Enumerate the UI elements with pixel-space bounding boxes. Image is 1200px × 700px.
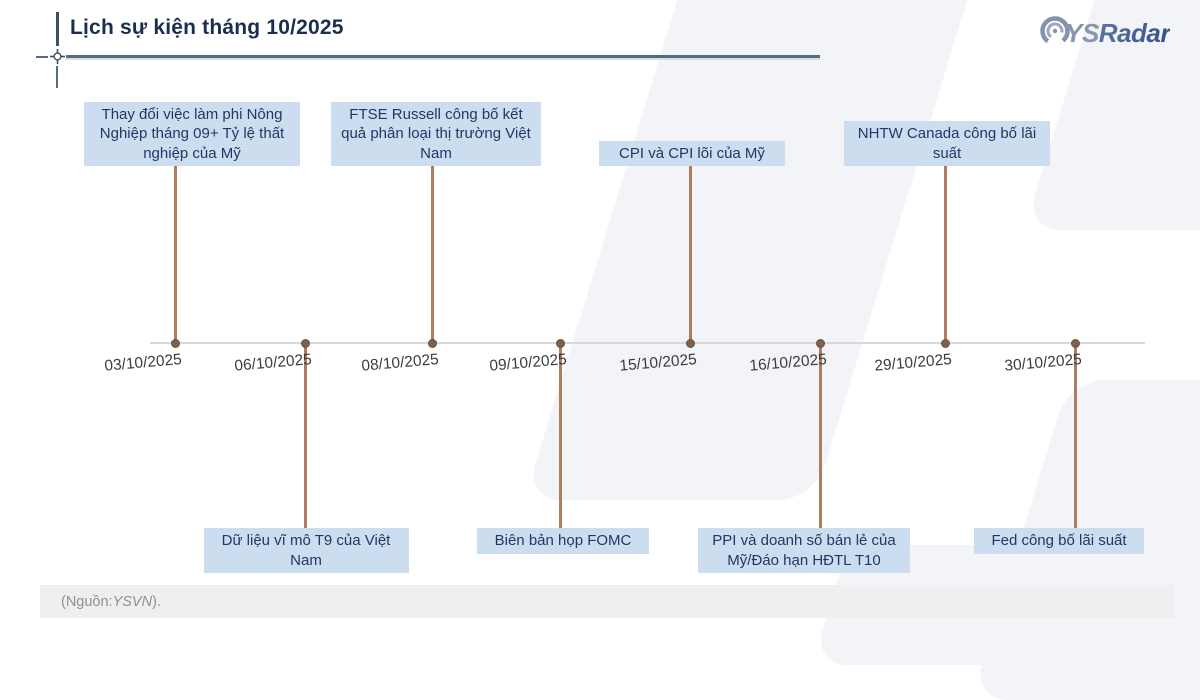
source-prefix: (Nguồn: [61,593,113,610]
event-marker-dot [1070,338,1080,348]
event-date-label: 06/10/2025 [233,351,313,375]
event-date-label: 30/10/2025 [1003,351,1083,375]
event-connector-line [303,343,307,528]
ysradar-logo: YSRadar [1038,14,1171,53]
event-marker-dot [300,338,310,348]
event-label-box: CPI và CPI lõi của Mỹ [599,140,785,166]
event-date-label: 09/10/2025 [488,351,568,375]
event-marker-dot [685,338,695,348]
event-label-box: PPI và doanh số bán lẻ của Mỹ/Đáo hạn HĐ… [698,528,910,573]
title-underline-rule [66,55,820,60]
source-suffix: ). [152,593,161,610]
title-accent-bar [56,12,59,46]
event-label-box: NHTW Canada công bố lãi suất [844,121,1050,166]
event-label-box: Biên bản họp FOMC [477,528,649,554]
event-date-label: 29/10/2025 [873,351,953,375]
event-connector-line [1073,343,1077,528]
event-connector-line [818,343,822,528]
rule-dash [36,56,48,58]
event-label-box: Dữ liệu vĩ mô T9 của Việt Nam [203,528,409,573]
crosshair-anchor-icon [50,49,65,69]
event-connector-line [943,166,947,344]
event-connector-line [173,166,177,344]
logo-text-ys: YS [1065,18,1099,48]
event-label-box: FTSE Russell công bố kết quả phân loại t… [331,101,541,166]
event-date-label: 16/10/2025 [748,351,828,375]
source-name: YSVN [112,593,153,610]
event-connector-line [558,343,562,528]
source-bar: (Nguồn: YSVN). [40,585,1175,618]
event-marker-dot [170,338,180,348]
event-marker-dot [427,338,437,348]
event-label-box: Thay đổi việc làm phi Nông Nghiệp tháng … [84,101,300,166]
event-connector-line [430,166,434,344]
event-marker-dot [815,338,825,348]
page-title: Lịch sự kiện tháng 10/2025 [70,16,344,39]
radar-arcs-icon [1038,14,1074,53]
event-marker-dot [555,338,565,348]
event-date-label: 03/10/2025 [103,351,183,375]
event-marker-dot [940,338,950,348]
logo-text-radar: Radar [1098,18,1171,48]
event-connector-line [688,166,692,344]
rule-vertical [56,66,58,88]
event-date-label: 08/10/2025 [360,351,440,375]
logo-text: YSRadar [1065,18,1170,49]
timeline: Thay đổi việc làm phi Nông Nghiệp tháng … [84,101,1145,573]
timeline-axis-line [150,342,1145,344]
event-label-box: Fed công bố lãi suất [974,528,1144,554]
event-date-label: 15/10/2025 [618,351,698,375]
